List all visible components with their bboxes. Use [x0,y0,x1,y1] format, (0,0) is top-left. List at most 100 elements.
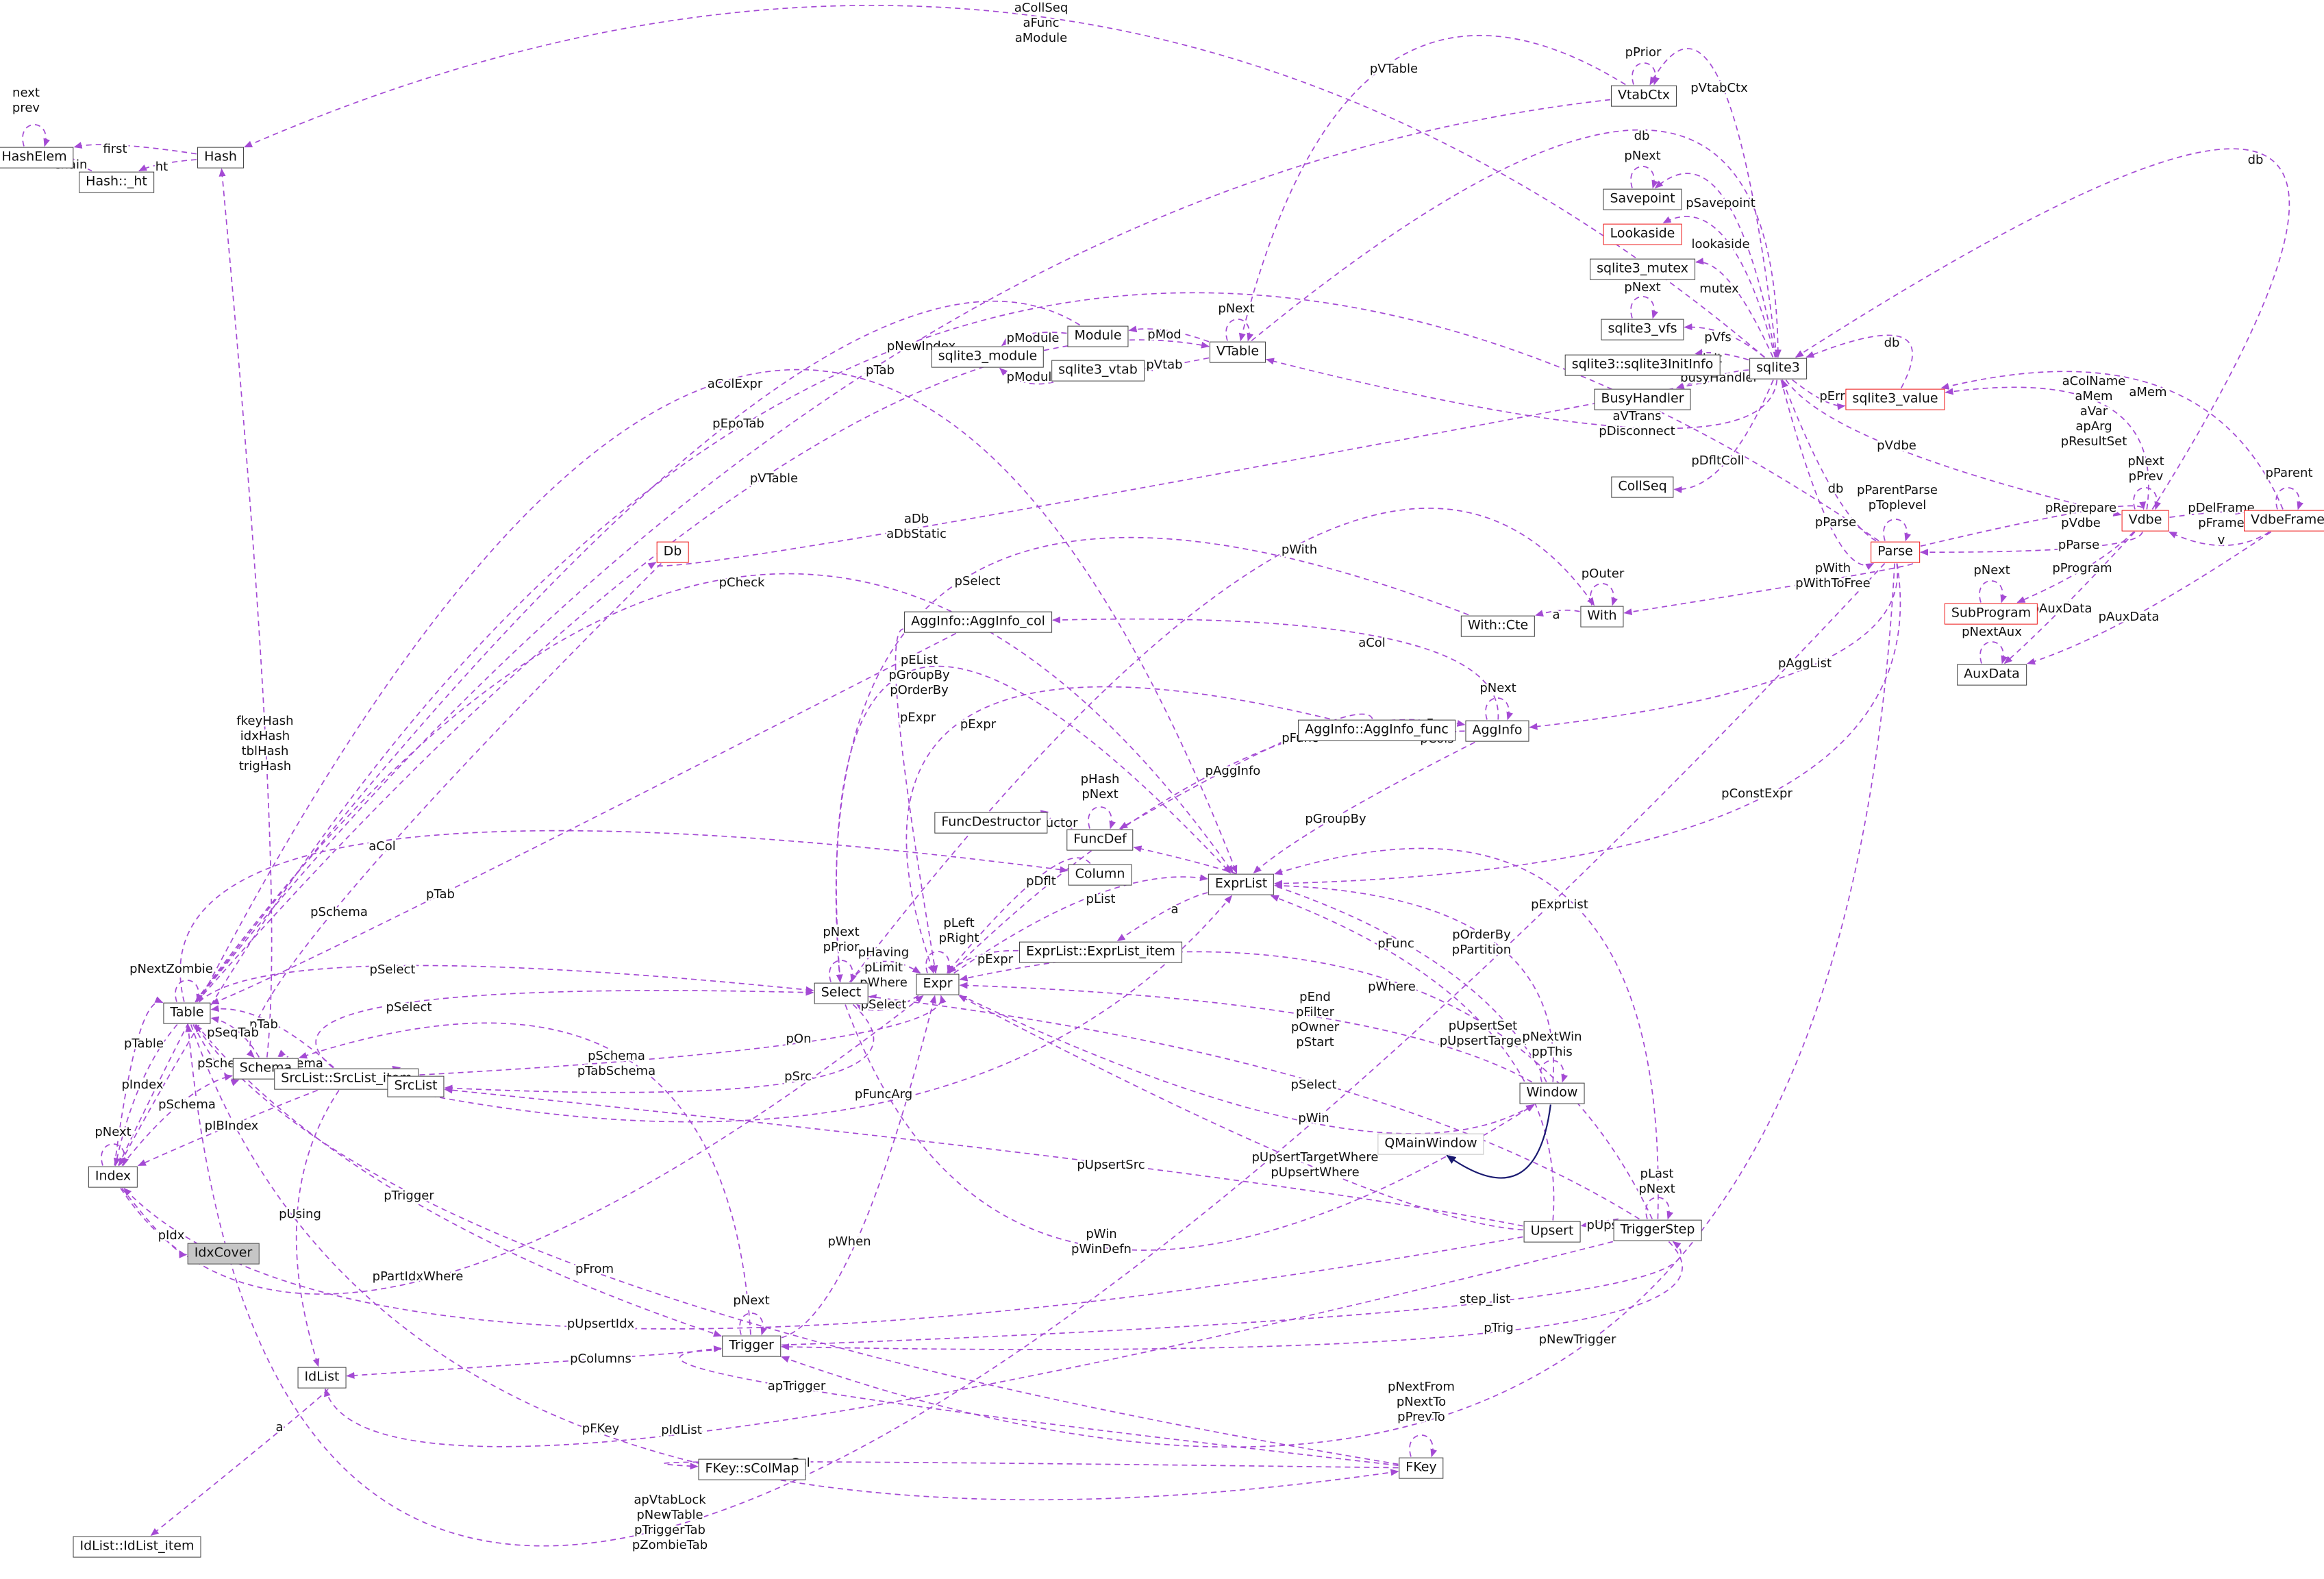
edge-srclist_item-expr [419,995,947,1076]
node-agginfo-col[interactable]: AggInfo::AggInfo_col [904,611,1052,633]
node-idlist[interactable]: IdList [297,1367,347,1389]
node-sqlite3-mutex[interactable]: sqlite3_mutex [1590,258,1695,280]
node-expr[interactable]: Expr [916,973,960,995]
edge-table-index [113,1023,178,1167]
node-srclist[interactable]: SrcList [387,1076,445,1097]
node-db[interactable]: Db [656,541,689,563]
edge-srclist_item-exprlist [401,895,1232,1123]
node-subprogram[interactable]: SubProgram [1944,603,2038,625]
node-auxdata[interactable]: AuxData [1957,664,2027,686]
node-sqlite3-module[interactable]: sqlite3_module [931,346,1045,368]
node-module[interactable]: Module [1067,325,1129,347]
edge-trigger-schema [299,1022,751,1335]
edge-label-db-17: db [2248,153,2264,167]
edge-index-schema [121,1073,233,1167]
edge-srclist_item-idlist [295,1090,340,1367]
node-triggerstep[interactable]: TriggerStep [1613,1219,1702,1241]
edge-label-pDflt-46: pDflt [1026,874,1056,888]
node-exprlist-item[interactable]: ExprList::ExprList_item [1019,941,1182,963]
node-index[interactable]: Index [88,1166,138,1188]
edge-agginfo-exprlist [1253,741,1475,874]
node-upsert[interactable]: Upsert [1523,1221,1581,1243]
node-sqlite3-vfs[interactable]: sqlite3_vfs [1601,319,1684,340]
edge-fkey-table [194,1023,1399,1465]
node-hash-ht[interactable]: Hash::_ht [79,171,154,193]
node-savepoint[interactable]: Savepoint [1603,188,1682,210]
edge-label-pAuxData-31: pAuxData [2032,601,2092,616]
edge-schema-hash [218,168,273,1058]
edge-label-pParse-23: pParse [1815,515,1856,530]
edge-label-pSrc-53: pSrc [784,1069,812,1084]
node-funcdef[interactable]: FuncDef [1066,829,1134,851]
self-loop-label-index-16: pNext [95,1125,131,1139]
node-exprlist[interactable]: ExprList [1208,873,1275,895]
node-sqlite3-value[interactable]: sqlite3_value [1845,388,1945,410]
self-loop-label-sqlite3_vfs-3: pNext [1624,280,1660,295]
edge-window-qmainwindow [1446,1104,1551,1179]
edge-triggerstep-idlist [324,1241,1614,1447]
edge-triggerstep-select [868,994,1640,1220]
edge-trigger-expr [781,995,937,1339]
node-sqlite3-vtab[interactable]: sqlite3_vtab [1051,360,1145,382]
node-hashelem[interactable]: HashElem [0,147,74,169]
node-funcdestructor[interactable]: FuncDestructor [934,812,1048,834]
edge-label-a-34: a [1552,608,1560,622]
node-sqlite3[interactable]: sqlite3 [1749,358,1807,380]
node-agginfo-func[interactable]: AggInfo::AggInfo_func [1298,719,1455,741]
node-table[interactable]: Table [163,1002,211,1024]
edge-label-pAggList-37: pAggList [1778,656,1832,671]
node-withcte[interactable]: With::Cte [1460,615,1536,637]
node-fkey-scolmap[interactable]: FKey::sColMap [698,1458,806,1480]
self-loop-label-vdbeframe-7: pParent [2265,466,2312,480]
node-vdbeframe[interactable]: VdbeFrame [2243,510,2324,532]
node-trigger[interactable]: Trigger [722,1335,781,1357]
node-agginfo[interactable]: AggInfo [1465,720,1529,742]
node-column[interactable]: Column [1068,864,1132,886]
self-loop-label-trigger-17: pNext [733,1293,769,1308]
edge-label-pCheck-70: pCheck [719,575,765,590]
edge-srclist_item-select [315,989,814,1069]
node-sqlite3initinfo[interactable]: sqlite3::sqlite3InitInfo [1564,354,1721,376]
edge-label-pSelect-35: pSelect [955,574,1001,588]
node-select[interactable]: Select [814,982,869,1004]
self-loop-label-subprogram-8: pNext [1973,563,2010,577]
node-vtabctx[interactable]: VtabCtx [1610,85,1677,107]
node-collseq[interactable]: CollSeq [1611,476,1674,498]
edge-sqlite3-sqlite3_vfs [1684,323,1765,358]
edge-window-expr [959,982,1532,1083]
node-idlist-item[interactable]: IdList::IdList_item [73,1536,201,1558]
self-loop-label-agginfo-11: pNext [1479,681,1516,695]
edge-agginfo_col-expr [895,628,938,974]
edge-label-pVfs-11: pVfs [1704,330,1731,345]
node-busyhandler[interactable]: BusyHandler [1594,388,1691,410]
edge-vdbe-subprogram [2016,531,2134,604]
node-fkey[interactable]: FKey [1399,1457,1444,1479]
edge-label-db-20: db [1828,482,1844,496]
edge-vdbe-auxdata [2003,531,2136,664]
edge-label-pVtab-74: pVtab [1146,358,1182,372]
edge-upsert-exprlist [1270,895,1555,1221]
edge-label-first-0: first [103,142,127,156]
edge-index-exprlist [118,369,1238,1166]
edge-expr-exprlist [953,874,1208,974]
node-lookaside[interactable]: Lookaside [1603,223,1682,245]
node-hash[interactable]: Hash [197,147,244,169]
node-vtable[interactable]: VTable [1209,341,1266,363]
node-vdbe[interactable]: Vdbe [2121,510,2169,532]
edge-label-pFKey-91: pFKey [582,1421,620,1436]
edge-sqlite3-lookaside [1662,216,1776,358]
edge-agginfo-agginfo_col [1052,616,1499,720]
edge-label-aMem-28: aMem [2129,385,2166,399]
node-idxcover[interactable]: IdxCover [187,1243,260,1265]
edge-label-pErr-16: pErr [1819,389,1845,403]
node-with[interactable]: With [1580,606,1624,627]
node-window[interactable]: Window [1519,1082,1585,1104]
edge-agginfo_func-expr [905,686,1330,974]
node-qmainwindow[interactable]: QMainWindow [1377,1133,1484,1155]
node-parse[interactable]: Parse [1871,541,1920,563]
edge-label-pSelect-98: pSelect [1291,1078,1337,1092]
edge-vdbeframe-auxdata [2027,531,2272,665]
